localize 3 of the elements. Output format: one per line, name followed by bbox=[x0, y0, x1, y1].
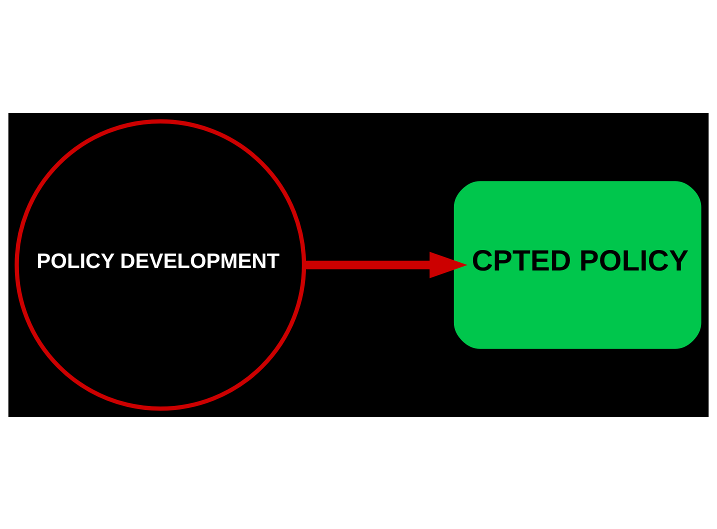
node-box: CPTED POLICY bbox=[454, 180, 702, 348]
arrow bbox=[304, 251, 468, 278]
node-circle: POLICY DEVELOPMENT bbox=[14, 118, 306, 410]
